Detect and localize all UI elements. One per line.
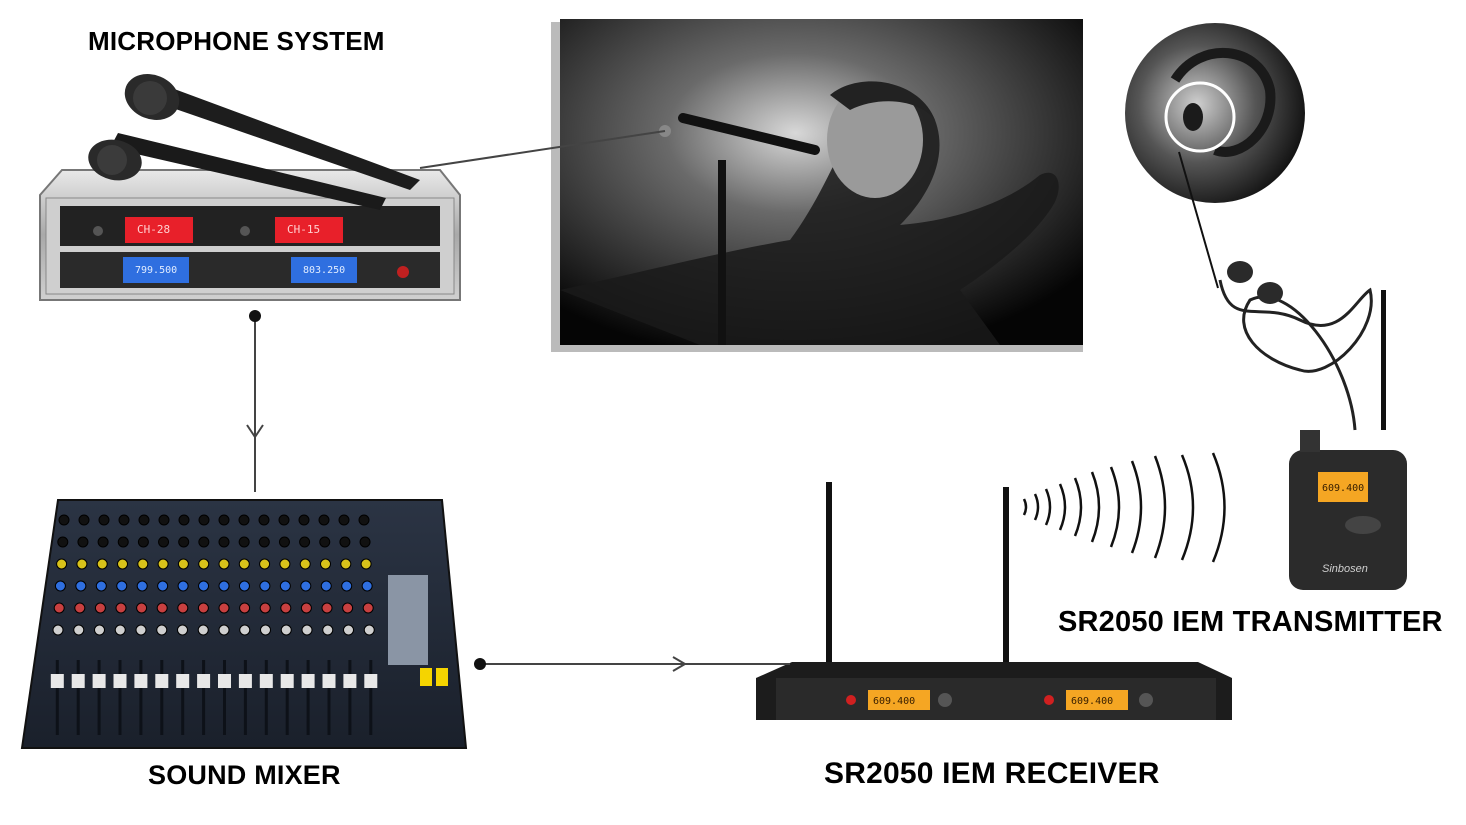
bodypack-freq: 609.400 [1322,483,1364,494]
mixer-line-start-dot [474,658,486,670]
iem-receiver-device: 609.400 609.400 [756,482,1232,720]
microphone-system-label: MICROPHONE SYSTEM [88,26,385,56]
mixer-channel-strip [71,514,90,735]
antenna-right [1003,487,1009,667]
mixer-channel-strip [176,514,190,735]
handheld-mic-1 [124,74,420,190]
bodypack-amber-display [1318,472,1368,502]
receiver-freq-b: 609.400 [1071,696,1113,707]
in-ear-closeup [1125,23,1305,203]
receiver-amber-display-b [1066,690,1128,710]
mic-blue-display-a [123,257,189,283]
iem-receiver-label: SR2050 IEM RECEIVER [824,757,1160,790]
handheld-mic-2 [88,133,386,210]
mic-red-display-b [275,217,343,243]
mixer-channel-strips [50,514,378,735]
iem-transmitter-label: SR2050 IEM TRANSMITTER [1058,606,1443,638]
ear-to-earphone-line [1178,151,1219,289]
microphone-system-device: CH-28 CH-15 799.500 803.250 [39,74,461,301]
mic-red-display-a [125,217,193,243]
mixer-channel-strip [338,514,357,735]
mixer-channel-strip [318,514,336,735]
bodypack-brand: Sinbosen [1322,563,1368,575]
connector-lines [246,130,1219,672]
mixer-channel-strip [358,514,378,735]
mixer-channel-strip [155,514,170,735]
mixer-channel-strip [50,514,70,735]
earpiece-highlight-circle [1164,81,1236,153]
mic-to-photo-line [419,130,666,169]
wireless-signal-waves [1022,452,1226,563]
sound-mixer-label: SOUND MIXER [148,760,341,790]
mic-channel-b: CH-15 [287,223,320,236]
mixer-channel-strip [298,514,315,735]
receiver-freq-a: 609.400 [873,696,915,707]
receiver-amber-display-a [868,690,930,710]
singer-photo [551,19,1083,352]
mixer-channel-strip [92,514,110,735]
mixer-channel-strip [258,514,273,735]
mixer-to-receiver-arrow [672,656,687,672]
mixer-channel-strip [134,514,150,735]
sound-mixer-device [20,499,468,749]
mixer-channel-strip [238,514,252,735]
mic-blue-display-b [291,257,357,283]
mic-to-mixer-arrow [246,424,264,439]
mixer-channel-strip [278,514,294,735]
mixer-channel-strip [218,514,231,735]
mic-line-start-dot [249,310,261,322]
iem-earphones [1218,261,1373,431]
mixer-channel-strip [197,514,211,735]
mixer-channel-strip [113,514,130,735]
mic-freq-b: 803.250 [303,265,345,276]
antenna-left [826,482,832,667]
iem-bodypack-transmitter: 609.400 Sinbosen [1289,290,1407,590]
mic-channel-a: CH-28 [137,223,170,236]
mic-freq-a: 799.500 [135,265,177,276]
